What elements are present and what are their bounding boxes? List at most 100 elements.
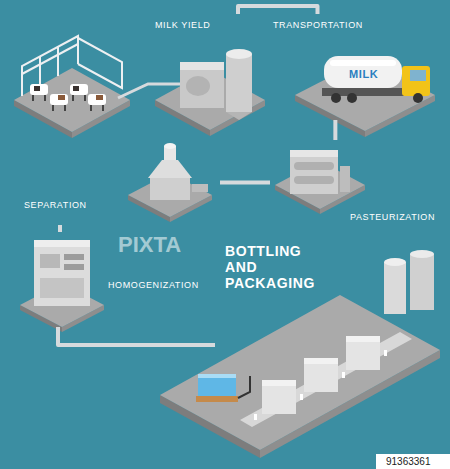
illustration-part bbox=[413, 93, 423, 103]
illustration-part bbox=[150, 178, 190, 200]
illustration-part bbox=[347, 93, 357, 103]
illustration-part bbox=[88, 94, 106, 105]
transportation-stage: TRANSPORTATION MILK bbox=[265, 14, 440, 120]
bottling-stage: BOTTLING AND PACKAGING bbox=[215, 235, 440, 440]
illustration-part bbox=[342, 372, 345, 378]
illustration-part bbox=[410, 70, 426, 81]
illustration-part bbox=[410, 250, 434, 258]
pipe-connector bbox=[333, 120, 337, 140]
illustration-part bbox=[384, 350, 387, 356]
illustration-part bbox=[346, 340, 380, 370]
illustration-part bbox=[50, 94, 68, 105]
illustration-part bbox=[30, 84, 48, 95]
homogenizer bbox=[34, 240, 90, 306]
milk-truck bbox=[322, 56, 430, 103]
illustration-part bbox=[410, 254, 434, 310]
illustration-part bbox=[22, 36, 78, 96]
illustration-part bbox=[238, 376, 250, 398]
illustration-part bbox=[226, 112, 252, 120]
pipe-connector bbox=[58, 225, 62, 232]
pipe-connector bbox=[220, 181, 270, 185]
separator bbox=[148, 143, 208, 200]
illustration-part bbox=[40, 278, 84, 298]
illustration-part bbox=[78, 38, 122, 88]
illustration-part bbox=[14, 68, 130, 132]
illustration-part bbox=[340, 166, 350, 192]
illustration-part bbox=[262, 384, 296, 414]
illustration-part bbox=[148, 160, 192, 178]
illustration-part bbox=[254, 414, 257, 420]
illustration-part bbox=[70, 84, 88, 95]
illustration-part bbox=[34, 240, 90, 247]
illustration-part bbox=[196, 396, 238, 402]
illustration-part bbox=[198, 374, 236, 396]
cow-fence bbox=[22, 36, 122, 96]
illustration-part bbox=[180, 68, 224, 108]
illustration-part bbox=[34, 246, 90, 306]
illustration-part bbox=[84, 95, 86, 101]
illustration-part bbox=[254, 350, 387, 420]
truck-platform bbox=[295, 59, 435, 137]
illustration-part bbox=[192, 184, 208, 192]
stage-label: BOTTLING AND PACKAGING bbox=[225, 243, 320, 291]
illustration-part bbox=[331, 93, 341, 103]
illustration-part bbox=[73, 86, 79, 91]
milking-machine bbox=[180, 49, 252, 120]
id-strip bbox=[376, 454, 450, 469]
illustration-part bbox=[186, 76, 210, 96]
separation-stage: SEPARATION bbox=[20, 140, 220, 225]
illustration-part bbox=[64, 264, 84, 270]
illustration-part bbox=[72, 95, 74, 101]
illustration-part bbox=[402, 66, 430, 96]
illustration-part bbox=[180, 62, 224, 70]
illustration-part bbox=[384, 262, 406, 314]
illustration-part bbox=[300, 394, 303, 400]
illustration-part bbox=[262, 380, 296, 386]
illustration-part bbox=[44, 95, 46, 101]
illustration-part bbox=[96, 95, 103, 100]
illustration-part bbox=[102, 105, 104, 111]
homogenization-stage: HOMOGENIZATION bbox=[20, 232, 212, 327]
tank-label: MILK bbox=[349, 68, 378, 81]
illustration-part bbox=[90, 105, 92, 111]
illustration-part bbox=[240, 332, 412, 427]
cows bbox=[30, 84, 106, 111]
illustration-part bbox=[164, 143, 176, 149]
illustration-part bbox=[40, 254, 60, 268]
cow-platform bbox=[14, 68, 130, 138]
illustration-part bbox=[34, 86, 40, 91]
pipe-connector bbox=[58, 327, 215, 345]
pasteurizer bbox=[290, 150, 350, 194]
illustration-part bbox=[324, 56, 402, 88]
illustration-part bbox=[64, 105, 66, 111]
stage-label: HOMOGENIZATION bbox=[108, 280, 199, 290]
illustration-part bbox=[32, 95, 104, 111]
illustration-part bbox=[160, 295, 440, 450]
illustration-part bbox=[330, 60, 396, 66]
pasteurization-stage: PASTEURIZATION bbox=[270, 140, 442, 226]
watermark: PIXTA bbox=[118, 232, 181, 258]
illustration-part bbox=[346, 336, 380, 342]
illustration-part bbox=[290, 156, 338, 194]
stage-label: SEPARATION bbox=[24, 200, 87, 210]
illustration-part bbox=[290, 150, 338, 157]
illustration-part bbox=[32, 95, 34, 101]
illustration-part bbox=[22, 44, 78, 74]
illustration-part bbox=[58, 95, 65, 100]
image-id: 91363361 bbox=[386, 456, 431, 467]
bottling-platform bbox=[160, 295, 440, 458]
illustration-part bbox=[64, 254, 84, 260]
illustration-part bbox=[198, 374, 236, 378]
illustration-part bbox=[294, 176, 334, 184]
illustration-part bbox=[226, 49, 252, 59]
illustration-part bbox=[384, 258, 406, 266]
pallet bbox=[196, 374, 250, 402]
stage-label: TRANSPORTATION bbox=[273, 20, 363, 30]
illustration-part bbox=[57, 46, 59, 76]
stage-label: MILK YIELD bbox=[155, 20, 210, 30]
illustration-part bbox=[304, 358, 338, 364]
pipe-connector bbox=[238, 6, 318, 14]
illustration-part bbox=[52, 105, 54, 111]
